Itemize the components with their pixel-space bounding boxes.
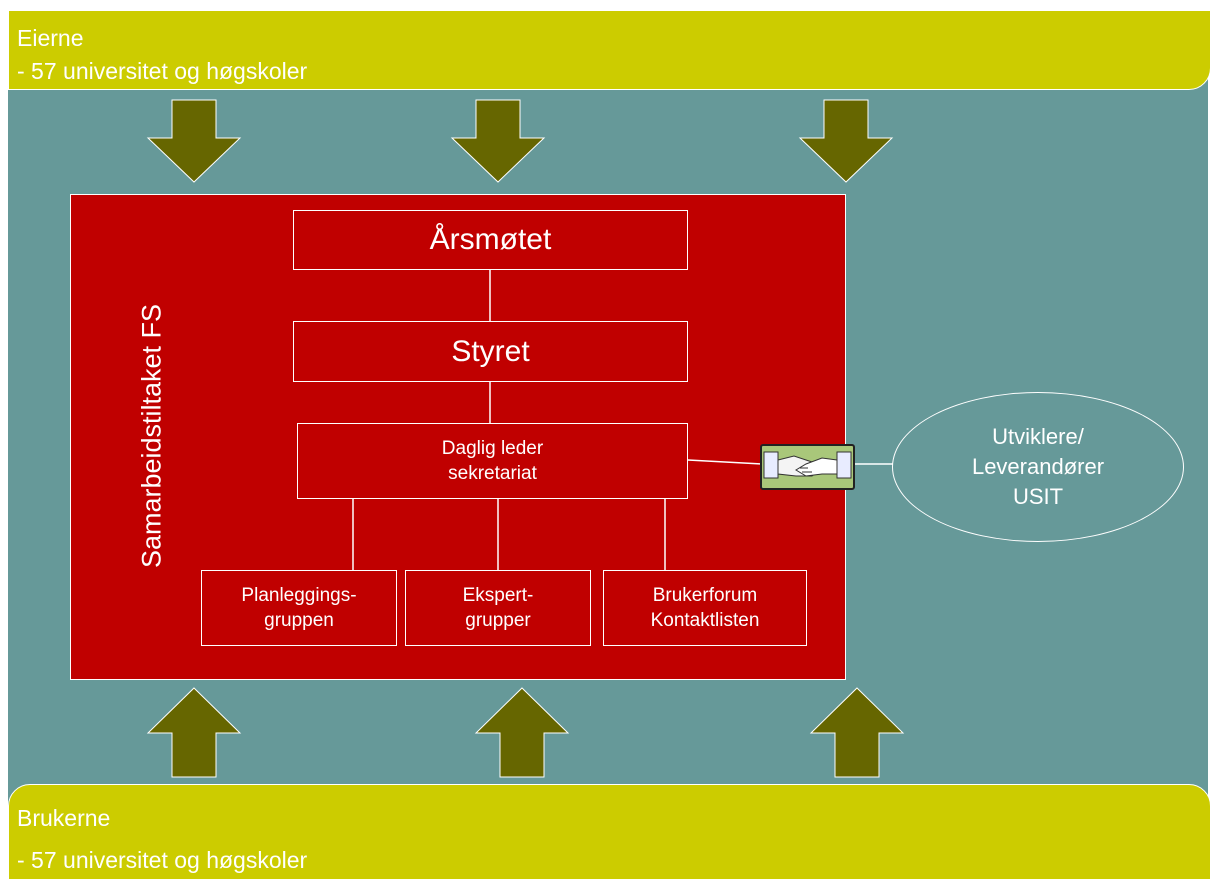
developers-line-1: Utviklere/ (992, 424, 1084, 449)
expert-groups-line-1: Ekspert- (462, 585, 534, 606)
developers-line-2: Leverandører (971, 454, 1105, 479)
planning-group-box: Planleggings- gruppen (201, 570, 397, 646)
arrow-up-icon (146, 687, 242, 778)
arrow-down-icon (450, 99, 546, 183)
expert-groups-box: Ekspert- grupper (405, 570, 591, 646)
users-title: Brukerne (17, 805, 111, 831)
arrow-down-icon (146, 99, 242, 183)
arrow-up-icon (474, 687, 570, 778)
organization-box (70, 194, 846, 680)
users-subtitle: - 57 universitet og høgskoler (17, 847, 308, 873)
planning-group-line-1: Planleggings- (241, 585, 357, 606)
arrow-down-icon (798, 99, 894, 183)
daily-leader-box: Daglig leder sekretariat (297, 423, 688, 499)
developers-ellipse: Utviklere/ Leverandører USIT (892, 392, 1184, 542)
daily-leader-line-2: sekretariat (448, 463, 537, 484)
expert-groups-line-2: grupper (465, 610, 531, 631)
connector-leader-agreement (687, 459, 763, 465)
owners-title: Eierne (17, 25, 84, 51)
owners-subtitle: - 57 universitet og høgskoler (17, 58, 308, 84)
board-label: Styret (451, 334, 530, 368)
handshake-icon (760, 444, 855, 490)
user-forum-line-2: Kontaktlisten (650, 610, 760, 631)
users-banner: Brukerne - 57 universitet og høgskoler (8, 784, 1211, 880)
owners-banner: Eierne - 57 universitet og høgskoler (8, 10, 1211, 90)
arrow-up-icon (809, 687, 905, 778)
developers-line-3: USIT (1012, 484, 1064, 509)
annual-meeting-label: Årsmøtet (429, 223, 552, 256)
board-box: Styret (293, 321, 688, 382)
user-forum-box: Brukerforum Kontaktlisten (603, 570, 807, 646)
daily-leader-line-1: Daglig leder (441, 438, 544, 459)
user-forum-line-1: Brukerforum (652, 585, 758, 606)
annual-meeting-box: Årsmøtet (293, 210, 688, 270)
planning-group-line-2: gruppen (264, 610, 334, 631)
